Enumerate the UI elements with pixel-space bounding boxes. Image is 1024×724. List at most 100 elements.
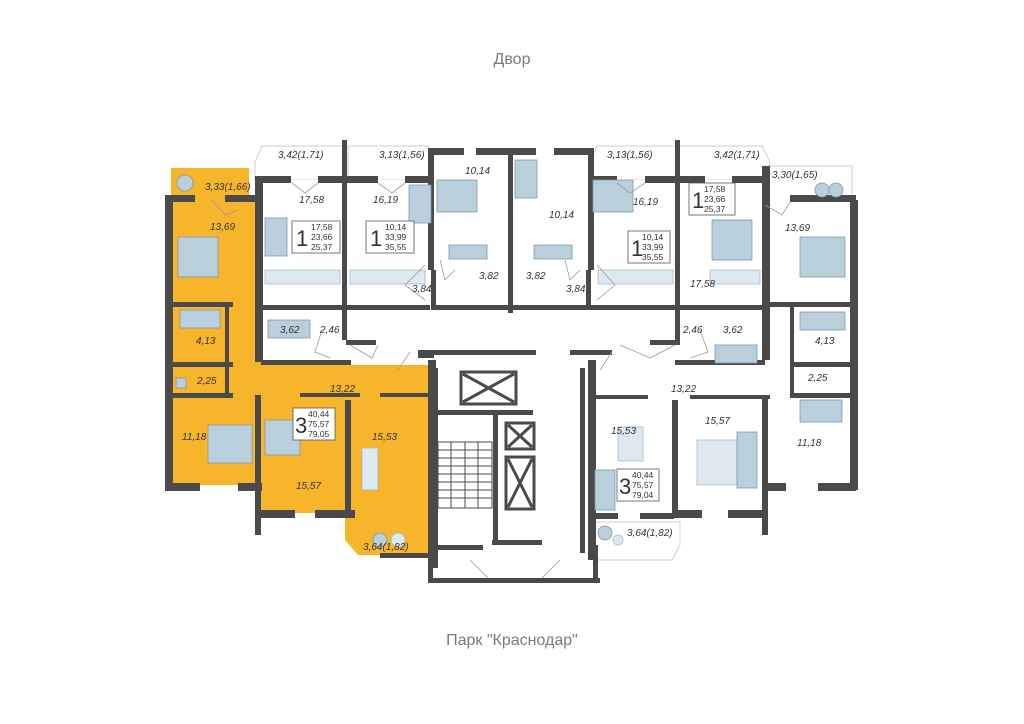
bed-icon [592,179,634,213]
apartment-info-box-apt-1c[interactable]: 1 10,14 33,99 35,55 [627,230,671,264]
chair-icon [828,182,844,198]
chair-icon [814,182,830,198]
svg-text:1: 1 [631,236,643,261]
chair-icon [390,532,406,548]
svg-text:1: 1 [296,226,308,251]
apartment-info-box-apt-3-right[interactable]: 3 40,44 75,57 79,04 [616,468,660,502]
bathtub-icon [714,344,758,364]
svg-text:23,66: 23,66 [704,194,726,204]
bathtub-icon [799,311,846,331]
bed-icon [711,219,753,261]
svg-text:75,57: 75,57 [632,480,654,490]
svg-text:2,25: 2,25 [807,373,828,384]
svg-text:15,57: 15,57 [705,416,730,427]
bed-icon [799,399,843,423]
svg-text:10,14: 10,14 [549,210,574,221]
svg-text:17,58: 17,58 [704,184,726,194]
apartment-info-box-apt-3-left[interactable]: 3 40,44 75,57 79,05 [292,407,336,441]
balcony-labels: 3,33(1,66) 3,42(1,71) 3,13(1,56) 3,13(1,… [205,150,818,553]
bed-icon [436,179,478,213]
svg-text:33,99: 33,99 [385,232,407,242]
apartment-info-box-apt-1d[interactable]: 1 17,58 23,66 25,37 [688,182,736,216]
svg-text:10,14: 10,14 [385,222,407,232]
svg-text:15,53: 15,53 [611,426,636,437]
kitchen-island-icon [709,269,761,285]
kitchen-island-icon [349,269,426,285]
svg-text:25,37: 25,37 [704,204,726,214]
svg-text:3: 3 [295,413,307,438]
svg-text:17,58: 17,58 [311,222,333,232]
svg-text:11,18: 11,18 [182,432,207,443]
chair-icon [597,525,613,541]
svg-text:16,19: 16,19 [373,195,398,206]
dining-table-icon [617,426,644,462]
svg-text:23,66: 23,66 [311,232,333,242]
svg-text:2,46: 2,46 [319,325,340,336]
svg-text:4,13: 4,13 [196,336,216,347]
svg-text:15,53: 15,53 [372,432,397,443]
chair-icon [372,532,388,548]
svg-text:25,37: 25,37 [311,242,333,252]
bathtub-icon [179,309,221,329]
svg-text:15,57: 15,57 [296,481,321,492]
bed-icon [177,236,219,278]
svg-text:79,05: 79,05 [308,429,330,439]
svg-text:3,84: 3,84 [566,284,586,295]
svg-text:75,57: 75,57 [308,419,330,429]
svg-text:13,22: 13,22 [330,384,355,395]
svg-text:33,99: 33,99 [642,242,664,252]
svg-text:11,18: 11,18 [797,438,822,449]
svg-text:10,14: 10,14 [465,166,490,177]
sofa-icon [408,184,432,224]
svg-text:3,30(1,65): 3,30(1,65) [772,170,818,181]
walls [165,140,858,560]
dining-table-icon [361,447,379,491]
svg-text:3,42(1,71): 3,42(1,71) [714,150,760,161]
sofa-icon [514,159,538,199]
svg-text:13,69: 13,69 [210,222,235,233]
svg-text:35,55: 35,55 [385,242,407,252]
svg-text:35,55: 35,55 [642,252,664,262]
svg-text:3,64(1,82): 3,64(1,82) [627,528,673,539]
svg-text:3,84: 3,84 [412,284,432,295]
svg-text:16,19: 16,19 [633,197,658,208]
svg-text:17,58: 17,58 [299,195,324,206]
svg-text:40,44: 40,44 [308,409,330,419]
svg-text:2,25: 2,25 [196,376,217,387]
bed-icon [207,424,253,464]
kitchen-island-icon [264,269,341,285]
chair-icon [612,534,624,546]
svg-text:3,62: 3,62 [280,325,300,336]
toilet-icon [175,377,187,389]
bathtub-icon [267,319,311,339]
room-area-labels: 13,69 4,13 2,25 13,22 11,18 15,57 15,53 … [182,166,835,492]
sofa-icon [264,217,288,257]
building-core [418,350,612,583]
svg-text:2,46: 2,46 [682,325,703,336]
bathtub-icon [533,244,573,260]
rug-icon [696,439,738,486]
apartment-info-box-apt-1b[interactable]: 1 10,14 33,99 35,55 [365,220,415,254]
sofa-icon [736,431,758,489]
staircase [437,441,493,509]
elevator-1 [459,370,518,406]
svg-text:3,13(1,56): 3,13(1,56) [379,150,425,161]
orientation-label-park: Парк "Краснодар" [446,632,578,649]
orientation-label-courtyard: Двор [493,51,531,68]
svg-text:17,58: 17,58 [690,279,715,290]
bathtub-icon [448,244,488,260]
svg-text:1: 1 [692,188,704,213]
svg-text:3: 3 [619,474,631,499]
svg-text:79,04: 79,04 [632,490,654,500]
svg-text:3,82: 3,82 [479,271,499,282]
svg-text:3,42(1,71): 3,42(1,71) [278,150,324,161]
svg-text:40,44: 40,44 [632,470,654,480]
svg-text:13,22: 13,22 [671,384,696,395]
svg-text:13,69: 13,69 [785,223,810,234]
svg-text:3,64(1,82): 3,64(1,82) [363,542,409,553]
elevator-2 [504,421,536,451]
sofa-icon [594,469,616,511]
apartment-info-box-apt-1a[interactable]: 1 17,58 23,66 25,37 [291,220,341,254]
furniture [175,159,846,548]
